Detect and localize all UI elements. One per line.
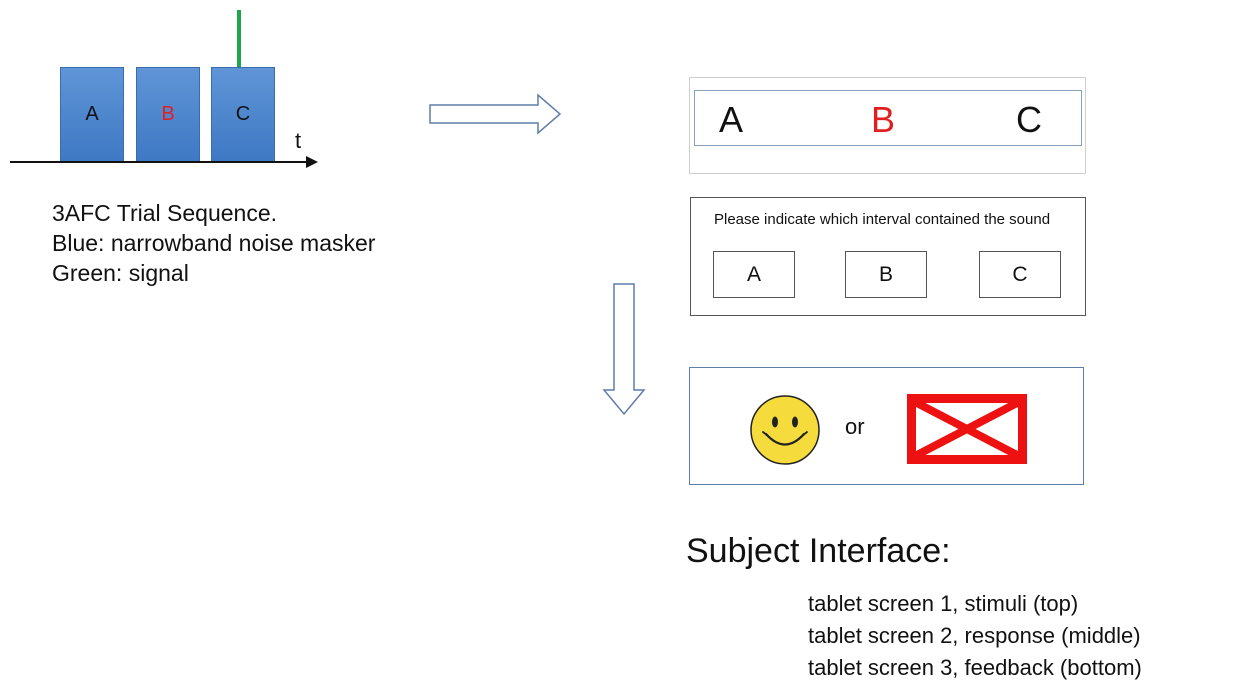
interval-a-bar: A (60, 67, 124, 162)
stimulus-letter-b: B (871, 99, 896, 140)
response-button-c[interactable]: C (979, 251, 1061, 298)
time-axis (10, 161, 310, 163)
interval-a-label: A (85, 103, 99, 125)
subject-interface-item-3: tablet screen 3, feedback (bottom) (808, 655, 1142, 680)
time-axis-arrowhead (306, 156, 318, 168)
response-button-b[interactable]: B (845, 251, 927, 298)
smiley-face-icon (750, 395, 820, 465)
trial-caption: 3AFC Trial Sequence. Blue: narrowband no… (52, 198, 375, 288)
interval-b-label: B (161, 103, 175, 125)
interval-b-bar: B (136, 67, 200, 162)
subject-interface-list: tablet screen 1, stimuli (top) tablet sc… (808, 588, 1142, 684)
subject-interface-item-2: tablet screen 2, response (middle) (808, 623, 1141, 648)
response-prompt: Please indicate which interval contained… (714, 211, 1051, 228)
stimulus-letter-a: A (719, 99, 744, 140)
interval-c-label: C (235, 103, 251, 125)
feedback-or-label: or (845, 414, 865, 439)
screen1-stimuli-panel (694, 90, 1082, 146)
time-axis-label: t (295, 128, 302, 153)
caption-line-3: Green: signal (52, 260, 189, 286)
screen1-stimuli-frame (689, 77, 1086, 174)
screen3-feedback-panel (689, 367, 1084, 485)
signal-line (237, 10, 241, 69)
interval-c-bar: C (211, 67, 275, 162)
stimulus-letter-c: C (1016, 99, 1042, 140)
screen2-response-panel (690, 197, 1086, 316)
caption-line-1: 3AFC Trial Sequence. (52, 200, 278, 226)
subject-interface-title: Subject Interface: (686, 532, 951, 570)
down-arrow-icon (602, 283, 646, 416)
red-x-box-icon (907, 394, 1027, 464)
caption-line-2: Blue: narrowband noise masker (52, 230, 376, 256)
right-arrow-icon (429, 93, 562, 135)
subject-interface-item-1: tablet screen 1, stimuli (top) (808, 591, 1079, 616)
response-button-a[interactable]: A (713, 251, 795, 298)
